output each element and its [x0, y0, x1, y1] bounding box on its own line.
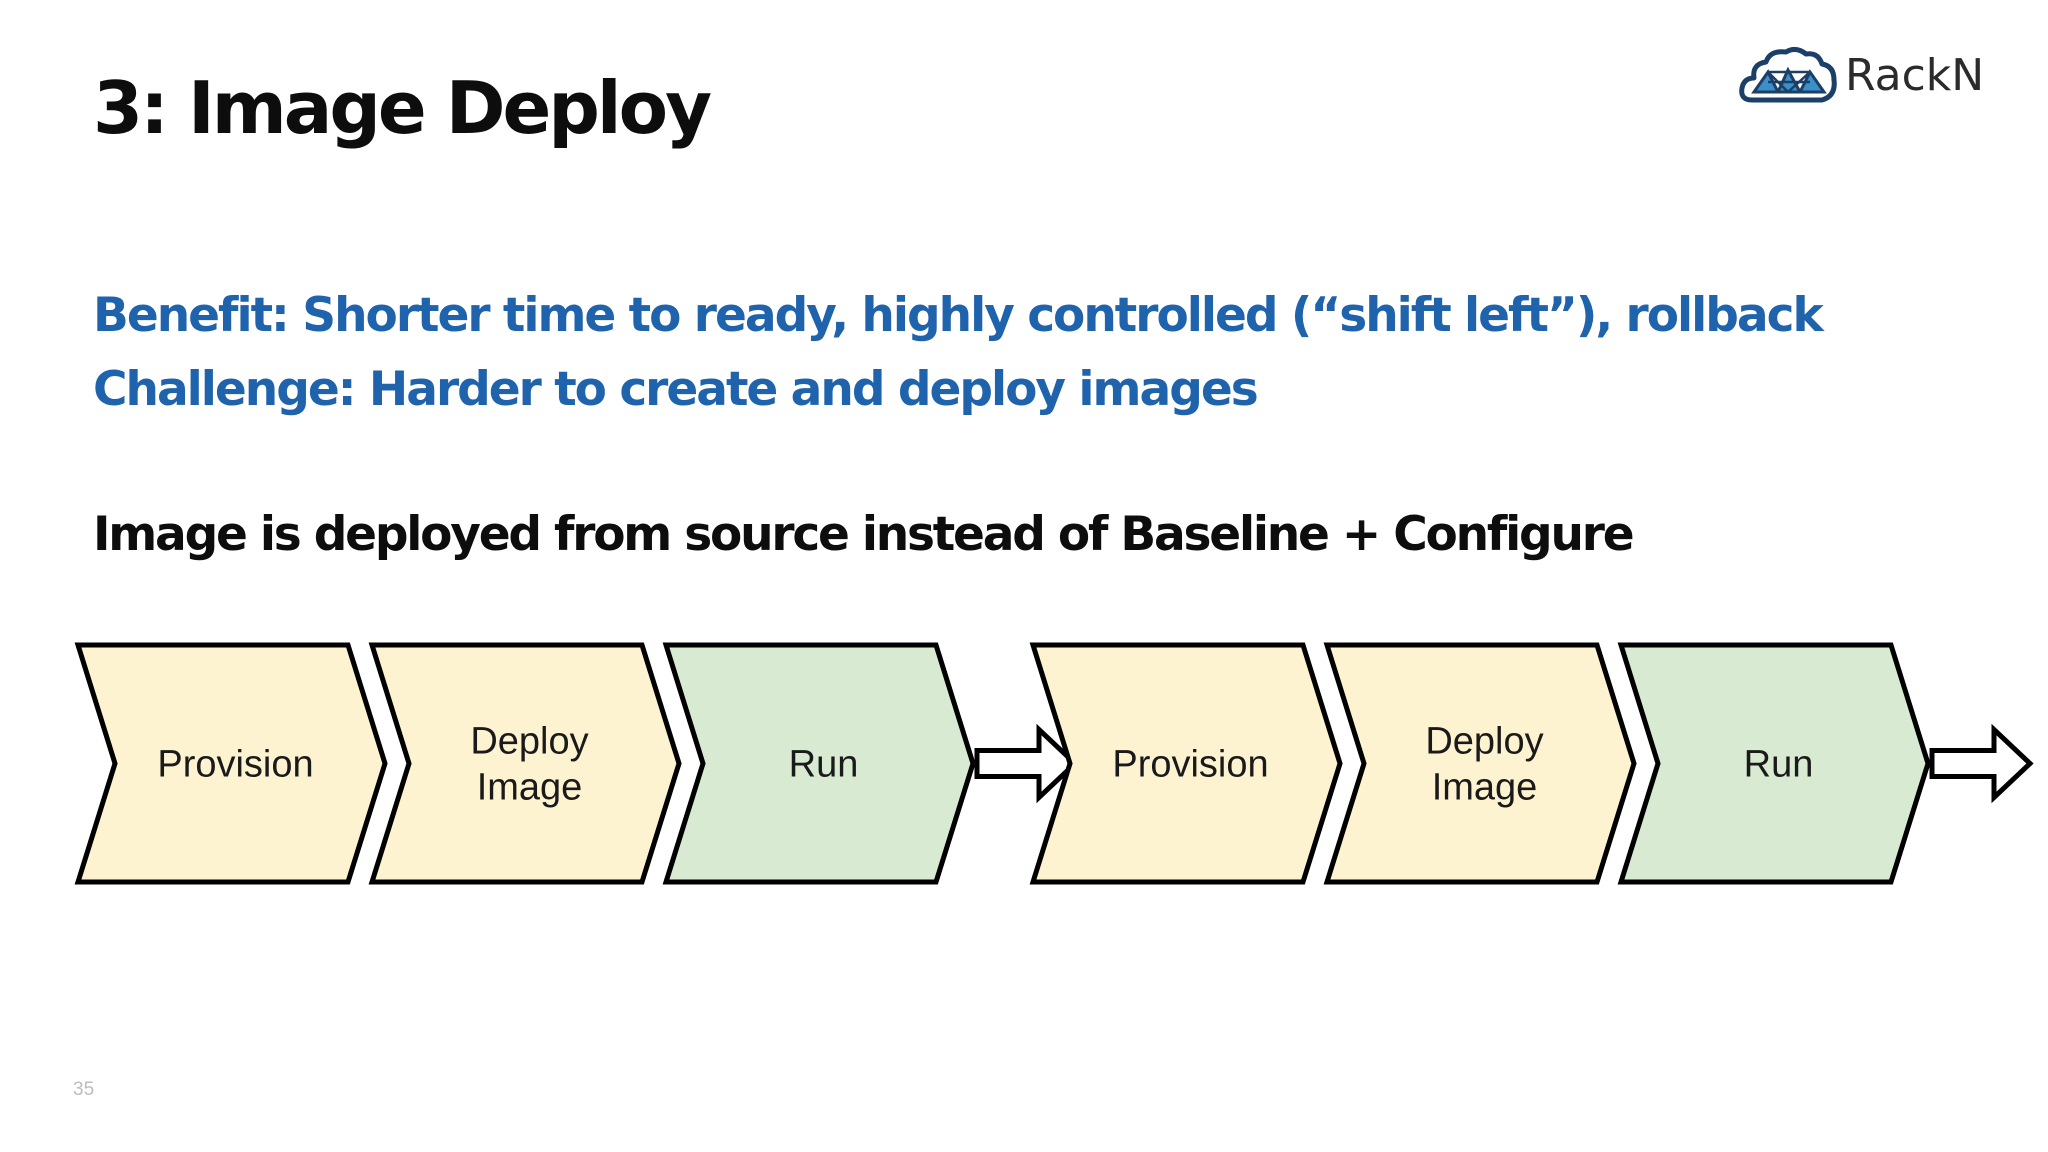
- chevron-shape: [1617, 642, 1931, 885]
- flow-step-label: Deploy: [1425, 721, 1543, 763]
- flow-step-label: Run: [789, 744, 859, 786]
- flow-step-label: Image: [477, 767, 583, 809]
- flow-step-label: Provision: [157, 744, 313, 786]
- flow-subheading: Image is deployed from source instead of…: [93, 507, 1635, 562]
- right-arrow-icon: [1929, 723, 2034, 804]
- chevron-shape: [368, 642, 682, 885]
- flow-step-1-3: Run: [662, 642, 976, 885]
- challenge-statement: Challenge: Harder to create and deploy i…: [93, 362, 1259, 417]
- flow-step-1-1: Provision: [74, 642, 388, 885]
- rackn-logo: RackN: [1738, 42, 1998, 114]
- slide-title: 3: Image Deploy: [93, 66, 712, 150]
- chevron-shape: [1029, 642, 1343, 885]
- flow-step-label: Image: [1432, 767, 1538, 809]
- benefit-statement: Benefit: Shorter time to ready, highly c…: [93, 288, 1824, 343]
- chevron-shape: [662, 642, 976, 885]
- logo-text: RackN: [1845, 50, 1985, 101]
- flow-step-label: Provision: [1112, 744, 1268, 786]
- flow-step-2-1: Provision: [1029, 642, 1343, 885]
- chevron-shape: [1323, 642, 1637, 885]
- flow-step-2-3: Run: [1617, 642, 1931, 885]
- flow-step-label: Run: [1744, 744, 1814, 786]
- flow-step-label: Deploy: [470, 721, 588, 763]
- cloud-network-icon: [1739, 46, 1837, 103]
- chevron-shape: [74, 642, 388, 885]
- right-arrow-icon: [974, 723, 1079, 804]
- page-number: 35: [73, 1079, 95, 1100]
